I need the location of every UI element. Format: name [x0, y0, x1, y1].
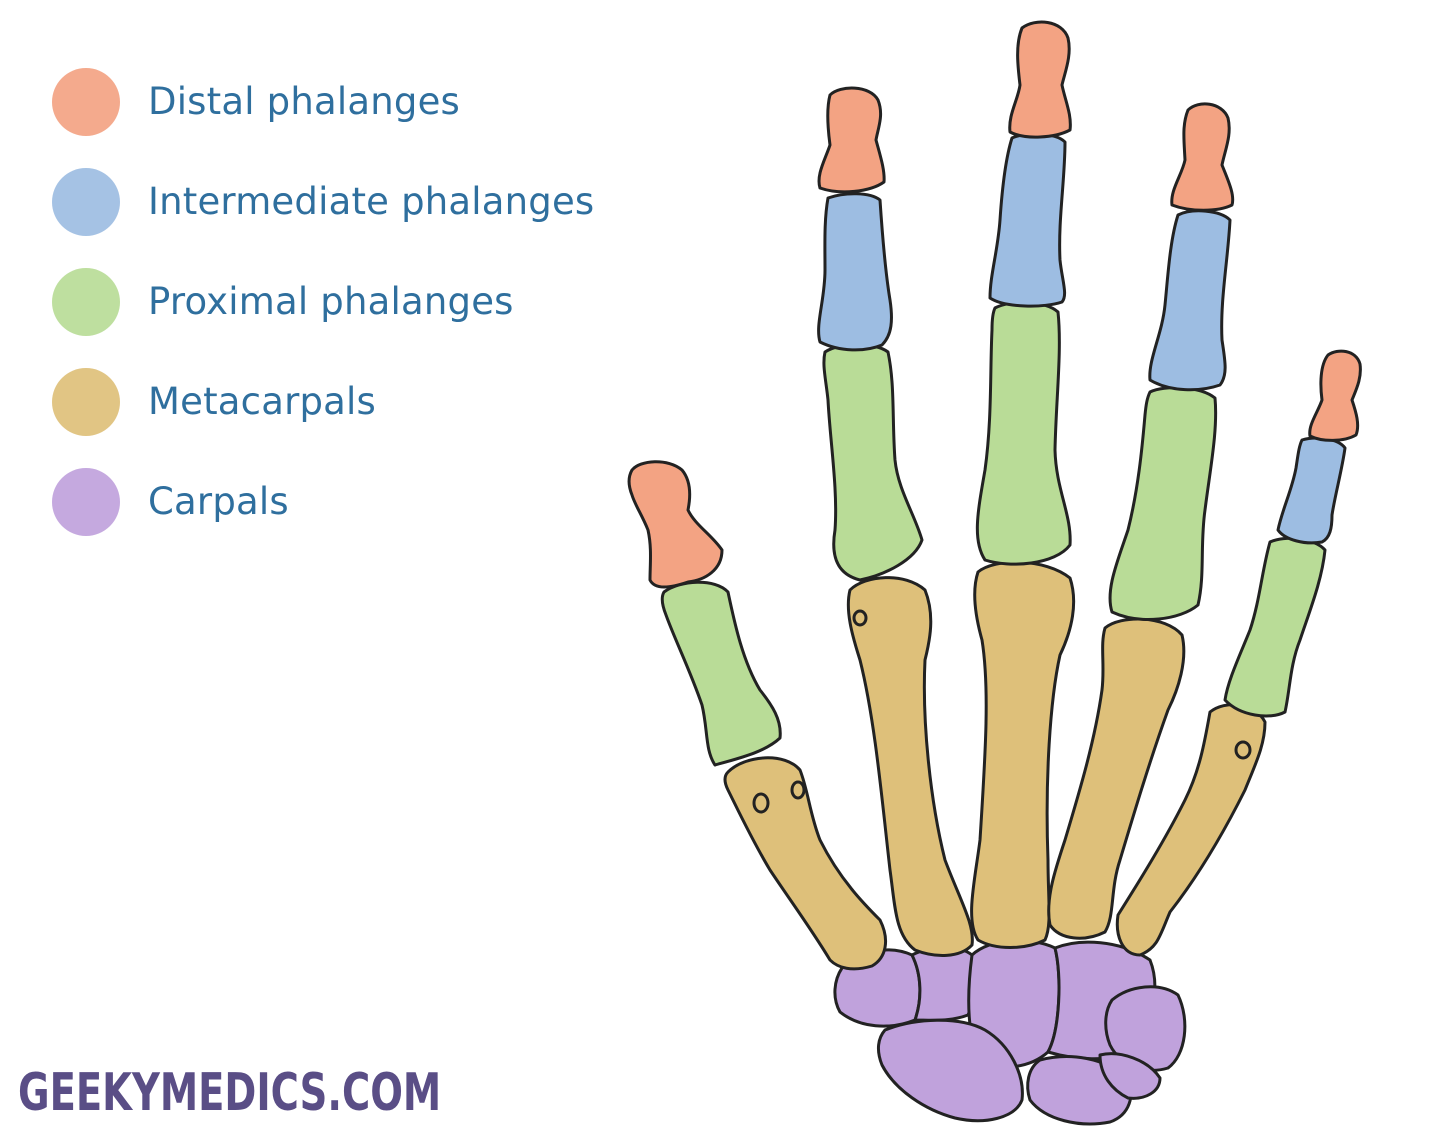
legend-label: Distal phalanges	[148, 80, 461, 123]
carpals-swatch	[52, 468, 120, 536]
middle-proximal-phalanx	[975, 300, 1072, 566]
bone-foramen	[752, 792, 770, 814]
thumb-proximal-phalanx	[660, 580, 782, 767]
carpal-bone	[1104, 985, 1187, 1072]
geekymedics-watermark: GEEKYMEDICS.COM	[18, 1063, 442, 1123]
legend-item-proximal-phalanges: Proximal phalanges	[52, 268, 692, 336]
bone-details	[752, 609, 1252, 814]
carpal-bone	[876, 1018, 1024, 1123]
little-intermediate-phalanx	[1276, 436, 1347, 545]
intermediate-phalanges-swatch	[52, 168, 120, 236]
proximal-phalanx-bones	[660, 300, 1327, 767]
ring-metacarpal	[1047, 617, 1186, 940]
ring-intermediate-phalanx	[1148, 209, 1232, 392]
little-metacarpal	[1115, 703, 1267, 957]
bone-foramen	[1234, 740, 1252, 760]
distal-phalanx-bones	[627, 20, 1362, 589]
legend-label: Carpals	[148, 480, 289, 523]
distal-phalanges-swatch	[52, 68, 120, 136]
little-distal-phalanx	[1308, 349, 1362, 442]
bone-foramen	[852, 609, 868, 627]
middle-intermediate-phalanx	[988, 132, 1067, 308]
legend-item-carpals: Carpals	[52, 468, 692, 536]
ring-proximal-phalanx	[1108, 386, 1218, 621]
legend-label: Proximal phalanges	[148, 280, 514, 323]
middle-metacarpal	[970, 560, 1076, 949]
thumb-distal-phalanx	[627, 460, 724, 589]
proximal-phalanges-swatch	[52, 268, 120, 336]
legend: Distal phalanges Intermediate phalanges …	[52, 68, 692, 568]
legend-label: Intermediate phalanges	[148, 180, 595, 223]
legend-item-metacarpals: Metacarpals	[52, 368, 692, 436]
index-metacarpal	[846, 576, 974, 957]
metacarpal-bones	[723, 560, 1267, 971]
ring-distal-phalanx	[1170, 102, 1235, 212]
index-proximal-phalanx	[822, 343, 924, 582]
middle-distal-phalanx	[1008, 20, 1072, 139]
bone-foramen	[790, 780, 806, 800]
intermediate-phalanx-bones	[817, 132, 1347, 545]
carpal-bone	[910, 945, 977, 1022]
index-distal-phalanx	[817, 86, 886, 194]
index-intermediate-phalanx	[817, 192, 893, 352]
carpal-bones	[833, 938, 1187, 1126]
metacarpals-swatch	[52, 368, 120, 436]
legend-item-distal-phalanges: Distal phalanges	[52, 68, 692, 136]
legend-item-intermediate-phalanges: Intermediate phalanges	[52, 168, 692, 236]
little-proximal-phalanx	[1223, 536, 1327, 718]
legend-label: Metacarpals	[148, 380, 377, 423]
carpal-bone	[1098, 1052, 1162, 1100]
